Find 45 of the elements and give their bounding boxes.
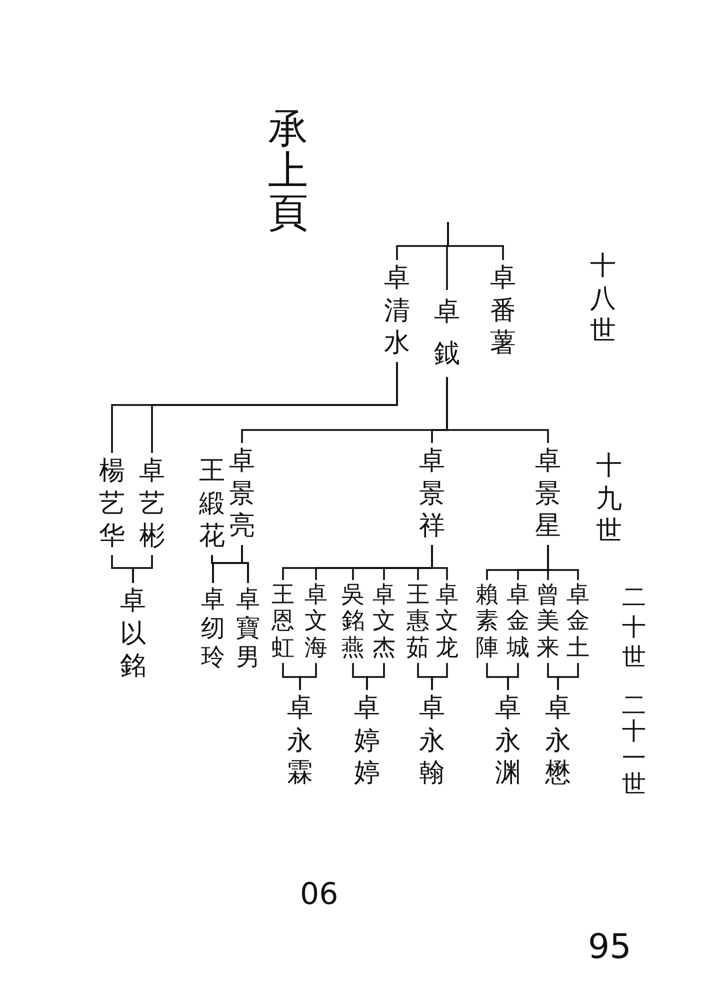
person-name: 卓景星 (535, 445, 561, 542)
person-name: 卓以銘 (120, 585, 146, 682)
generation-label: 十九世 (596, 450, 622, 548)
person-name: 楊艺华 (99, 455, 125, 552)
page-number: 06 (300, 880, 338, 910)
person-name: 卓永渊 (495, 692, 521, 790)
person-name: 卓文杰 (372, 582, 396, 662)
connector-line (557, 663, 579, 690)
person-name: 卓番薯 (490, 262, 516, 360)
person-name: 卓景祥 (419, 445, 445, 542)
connector-line (547, 545, 579, 580)
person-name: 卓纫玲 (201, 585, 225, 672)
person-name: 卓婷婷 (354, 692, 380, 790)
connector-line (507, 663, 519, 690)
connector-line (431, 545, 448, 580)
person-name: 卓艺彬 (139, 455, 165, 552)
person-name: 卓清水 (384, 262, 410, 360)
person-name: 卓永翰 (419, 692, 445, 790)
person-name: 卓寶男 (236, 585, 260, 672)
continuation-note: 承上頁 (268, 108, 308, 234)
connector-line (299, 663, 317, 690)
connector-line (431, 663, 448, 690)
connector-line (132, 555, 153, 583)
person-name: 王緞花 (199, 455, 225, 552)
generation-label: 十八世 (590, 250, 616, 348)
page-number: 95 (588, 930, 632, 964)
connector-line (447, 222, 504, 260)
person-name: 卓金土 (566, 582, 590, 662)
connector-line (241, 545, 249, 583)
generation-label: 二十世 (622, 582, 646, 672)
generation-label: 二十一世 (622, 692, 646, 798)
person-name: 卓文龙 (436, 582, 458, 662)
person-name: 賴素陣 (476, 582, 498, 662)
person-name: 王惠茹 (406, 582, 430, 662)
person-name: 卓景亮 (229, 445, 255, 542)
connector-line (446, 377, 549, 443)
person-name: 卓鉞 (434, 292, 460, 376)
person-name: 王恩虹 (272, 582, 294, 662)
person-name: 卓文海 (304, 582, 328, 662)
connector-line (366, 663, 385, 690)
person-name: 卓永懋 (545, 692, 571, 790)
person-name: 曾美来 (536, 582, 560, 662)
person-name: 吳銘燕 (342, 582, 364, 662)
person-name: 卓永霖 (287, 692, 313, 790)
person-name: 卓金城 (506, 582, 530, 662)
